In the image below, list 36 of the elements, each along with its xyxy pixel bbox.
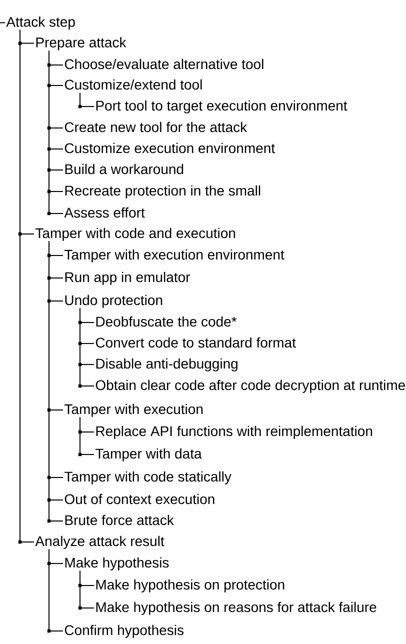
tree-label: Make hypothesis xyxy=(65,557,169,570)
connector-line xyxy=(0,22,6,24)
tree-label: Tamper with execution xyxy=(64,404,203,417)
connector-line xyxy=(48,548,64,632)
tree-label: Run app in emulator xyxy=(65,272,190,285)
tree-label: Undo protection xyxy=(65,294,162,308)
connector-line xyxy=(80,92,94,107)
connector-line xyxy=(80,416,94,455)
tree-label: Customize/extend tool xyxy=(64,79,202,90)
tree-label: Attack step xyxy=(6,16,75,30)
tree-label: Deobfuscate the code* xyxy=(96,316,237,327)
tree-label: Create new tool for the attack xyxy=(64,122,248,132)
tree-label: Obtain clear code after code decryption at runtime xyxy=(96,380,406,393)
tree-label: Convert code to standard format xyxy=(96,337,296,348)
tree-label: Build a workaround xyxy=(65,164,184,174)
connector-line xyxy=(80,308,94,386)
tree-label: Make hypothesis on protection xyxy=(96,579,284,592)
tree-label: Tamper with code and execution xyxy=(36,228,236,241)
tree-label: Out of context execution xyxy=(64,494,214,504)
tree-label: Customize execution environment xyxy=(64,142,275,154)
tree-label: Recreate protection in the small xyxy=(65,185,260,198)
tree-label: Brute force attack xyxy=(65,514,174,526)
connector-line xyxy=(20,29,34,542)
tree-label: Assess effort xyxy=(64,207,145,218)
connector-line xyxy=(80,570,94,608)
tree-label: Make hypothesis on reasons for attack failure xyxy=(96,602,376,615)
tree-label: Analyze attack result xyxy=(35,536,164,549)
tree-label: Replace API functions with reimplementation xyxy=(96,426,372,439)
tree-label: Port tool to target execution environment xyxy=(96,100,348,114)
tree-label: Choose/evaluate alternative tool xyxy=(64,58,264,70)
tree-label: Tamper with code statically xyxy=(64,471,232,484)
tree-label: Tamper with data xyxy=(96,448,202,462)
tree-label: Disable anti-debugging xyxy=(96,358,238,372)
tree-label: Tamper with execution environment xyxy=(64,249,284,262)
tree-label: Prepare attack xyxy=(36,37,126,50)
tree-label: Confirm hypothesis xyxy=(64,624,184,638)
